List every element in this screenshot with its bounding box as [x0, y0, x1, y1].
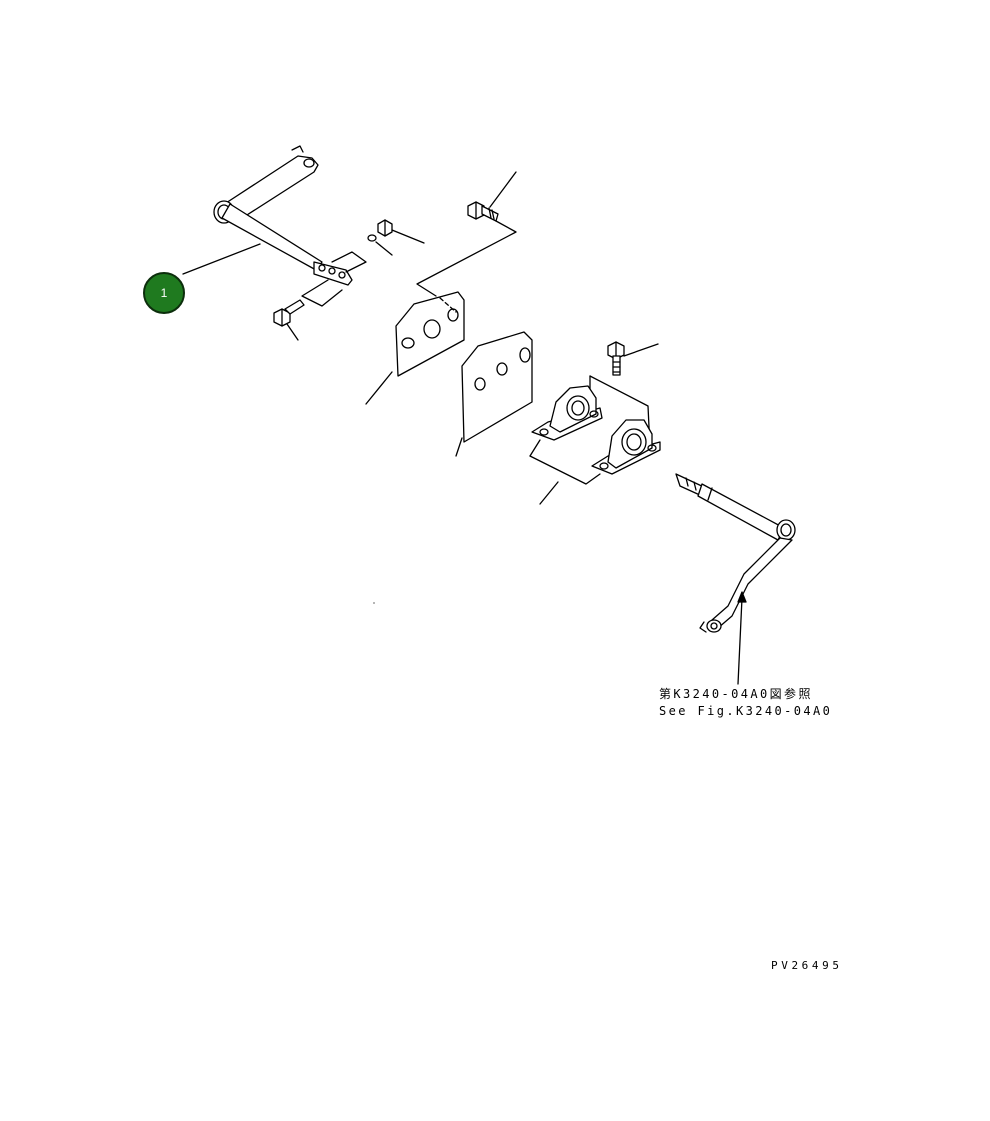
- pillow-block-bearing-1: [531, 385, 603, 441]
- bolt-upper-left: [273, 299, 305, 341]
- nut-and-washer: [367, 219, 425, 256]
- bracket-plate-rear: [455, 331, 533, 457]
- bracket-plate-front: [365, 291, 465, 405]
- reference-note-english: See Fig.K3240-04A0: [659, 704, 833, 718]
- pillow-block-bearing-2: [529, 419, 661, 505]
- figure-id: PV26495: [771, 959, 843, 972]
- reference-note-japanese: 第K3240-04A0図参照: [659, 687, 813, 701]
- lever-shaft-assembly-upper: [182, 145, 367, 307]
- bolt-top-middle: [416, 171, 517, 297]
- callout-part-1[interactable]: 1: [143, 272, 185, 314]
- bolt-bearing: [589, 341, 659, 449]
- lever-shaft-assembly-lower: [675, 473, 796, 685]
